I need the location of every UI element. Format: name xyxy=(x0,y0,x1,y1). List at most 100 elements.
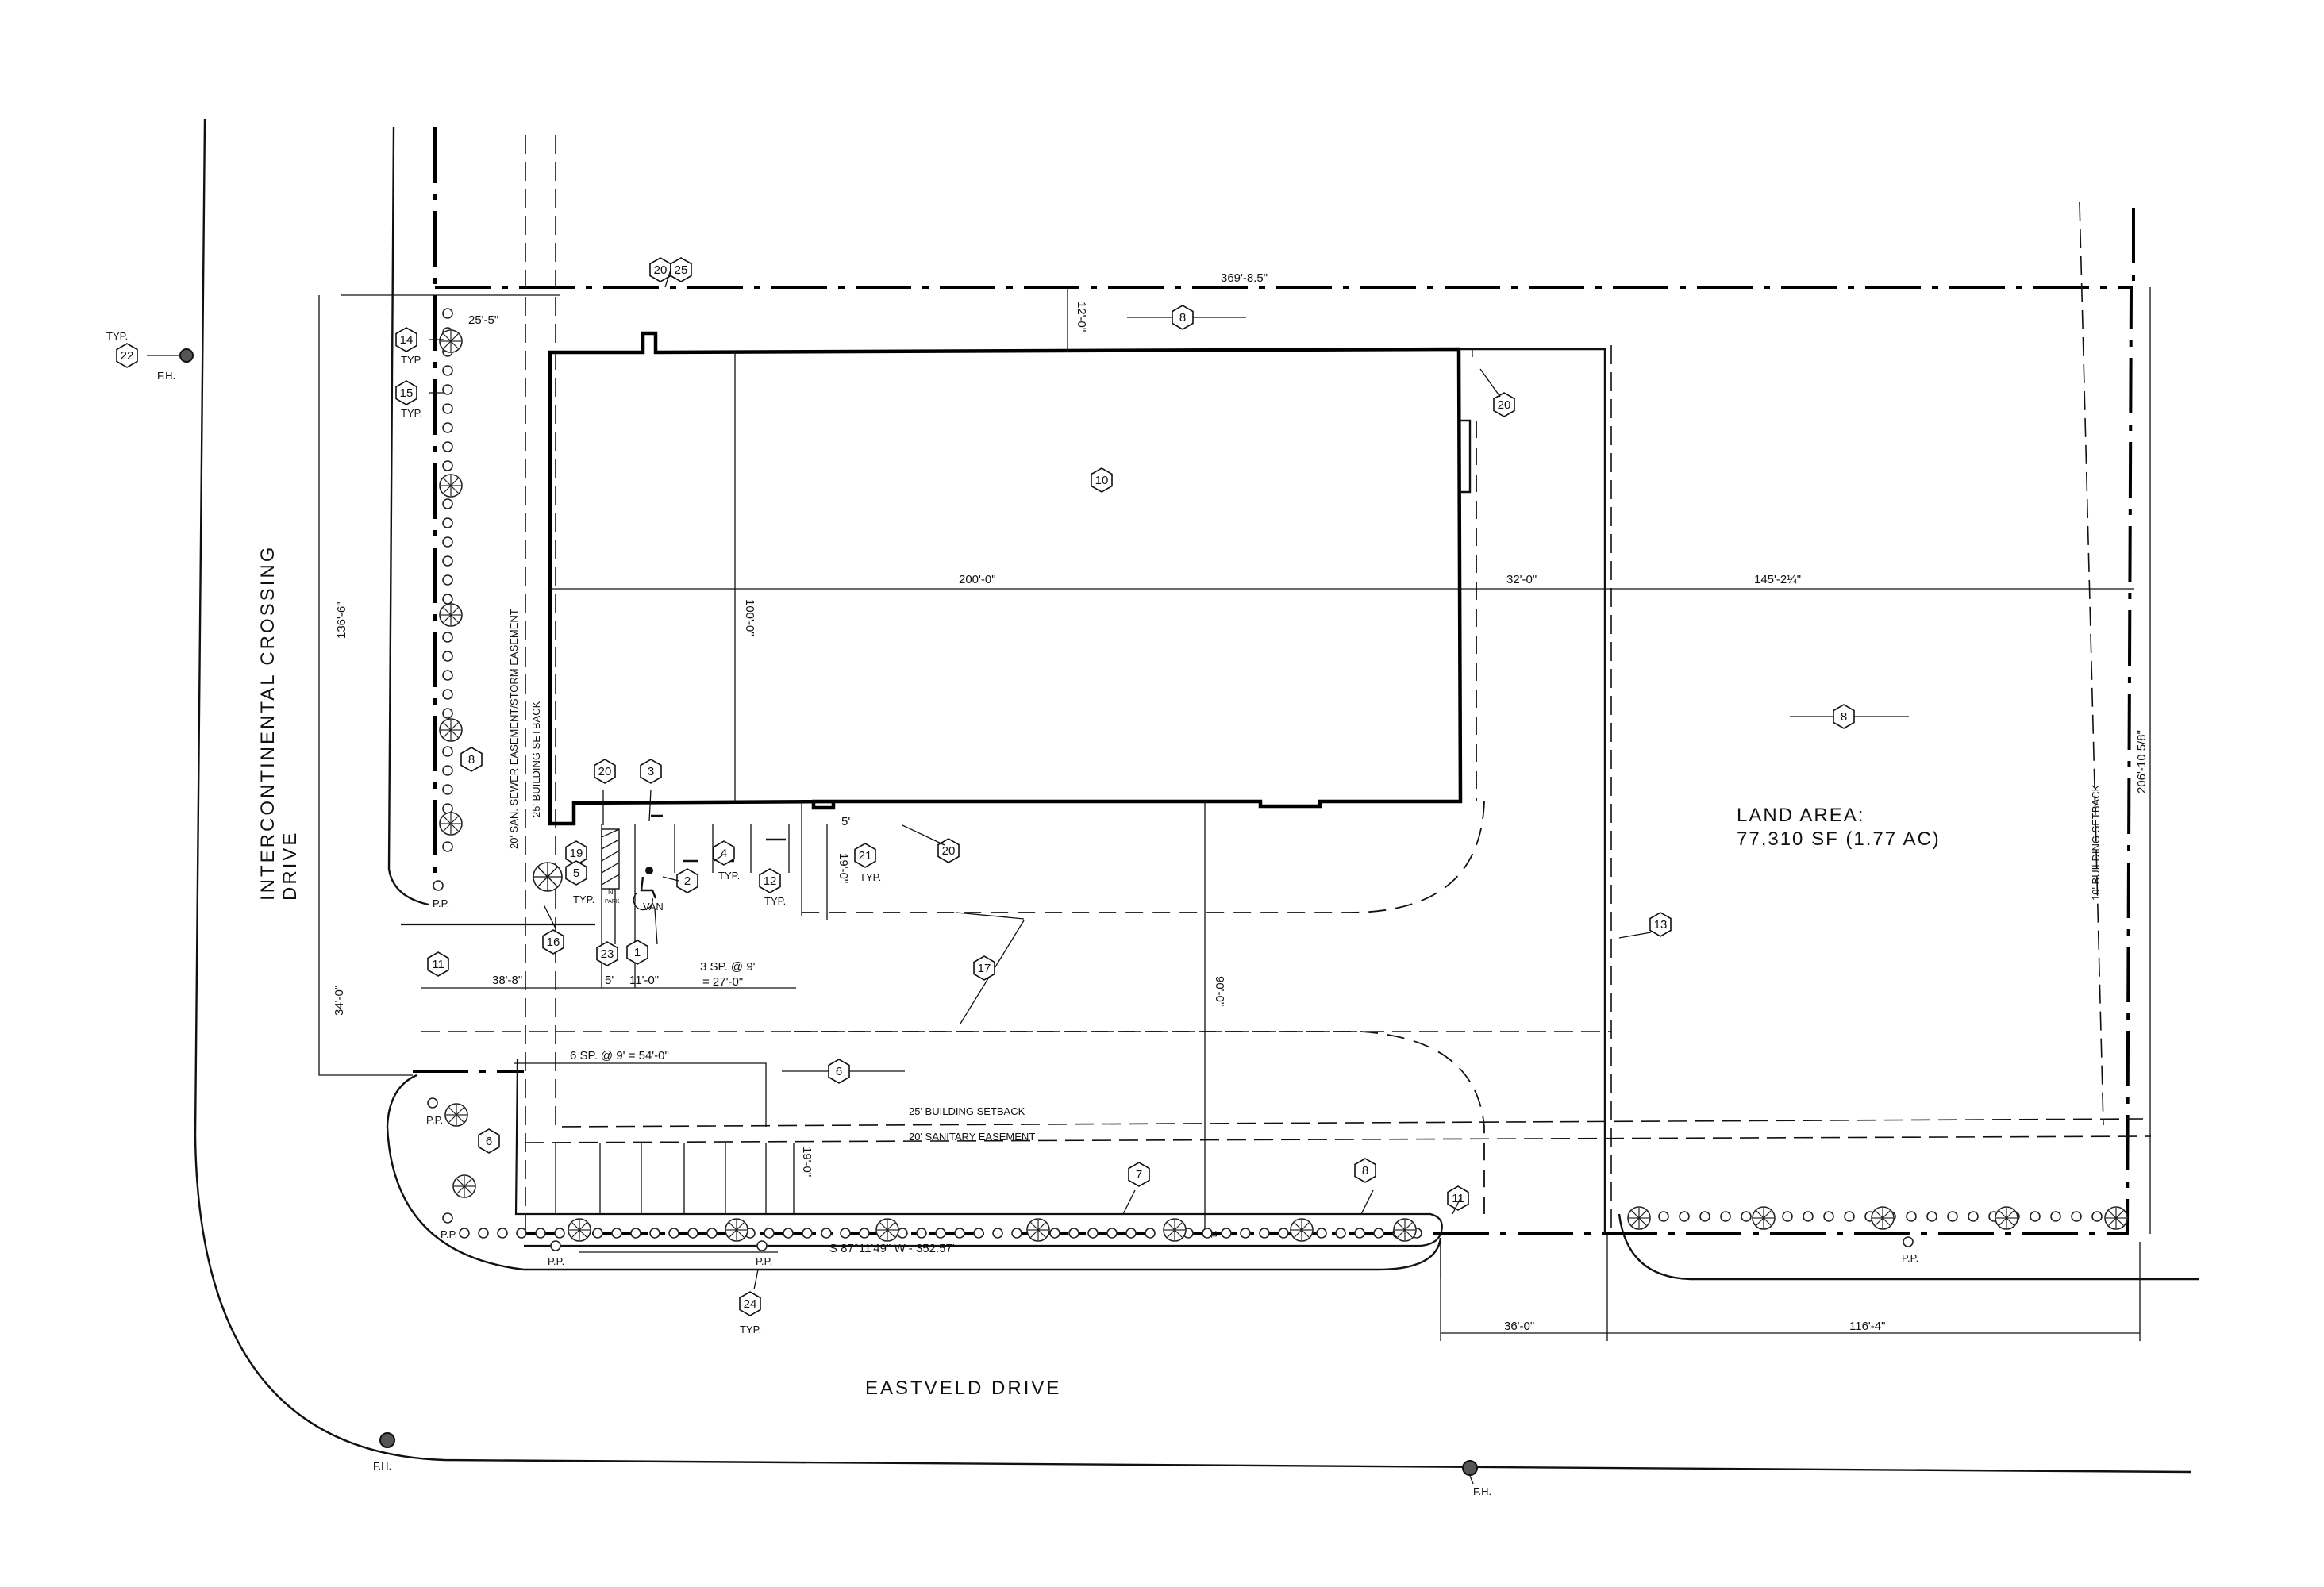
tree-icon xyxy=(1627,1206,1651,1230)
shrub-icon xyxy=(954,1228,965,1239)
keynote-20-tag: 20 xyxy=(1493,392,1515,417)
keynote-number: 19 xyxy=(570,847,583,860)
shrub-icon xyxy=(1699,1211,1710,1222)
shrub-icon xyxy=(592,1228,603,1239)
shrub-icon xyxy=(973,1228,984,1239)
dim-building-length: 200'-0" xyxy=(959,573,996,586)
keynote-15-tag: 15 xyxy=(395,380,417,405)
keynote-number: 6 xyxy=(836,1065,842,1078)
keynote-19-tag: 19 xyxy=(565,840,587,866)
tree-icon xyxy=(1163,1218,1187,1242)
keynote-number: 20 xyxy=(942,844,956,858)
shrub-icon xyxy=(497,1228,508,1239)
road-label-west-line: INTERCONTINENTAL CROSSINGDRIVE xyxy=(257,545,301,901)
fire-hydrant-north: F.H. xyxy=(147,348,194,382)
keynote-5-tag: 5 xyxy=(565,860,587,886)
shrub-icon xyxy=(442,594,453,605)
dim-west-setback: 25'-5" xyxy=(468,313,498,327)
keynote-1-tag: 1 xyxy=(626,940,648,965)
shrub-icon xyxy=(442,403,453,414)
keynote-number: 13 xyxy=(1654,918,1668,932)
keynote-14-tag: 14 xyxy=(395,327,417,352)
tree-icon xyxy=(444,1103,468,1127)
shrub-icon xyxy=(442,536,453,548)
shrub-icon xyxy=(1240,1228,1251,1239)
shrub-icon xyxy=(668,1228,679,1239)
shrub-icon xyxy=(442,765,453,776)
keynote-17-tag: 17 xyxy=(973,955,995,981)
tree-icon xyxy=(439,474,463,498)
shrub-icon xyxy=(1316,1228,1327,1239)
dim-stalls-south: 6 SP. @ 9' = 54'-0" xyxy=(570,1049,669,1062)
keynote-13-tag: 13 xyxy=(1649,912,1672,937)
east-setback-label: 10' BUILDING SETBACK xyxy=(2090,784,2102,901)
keynote-number: 2 xyxy=(684,874,691,888)
keynote-8-tag: 8 xyxy=(1172,305,1194,330)
shrub-icon xyxy=(442,803,453,814)
keynote-number: 6 xyxy=(486,1135,492,1148)
shrub-icon xyxy=(442,460,453,471)
keynote-number: 5 xyxy=(573,867,579,880)
shrub-icon xyxy=(554,1228,565,1239)
power-poles: P.P. P.P. P.P. P.P. P.P. P.P. xyxy=(426,880,1918,1267)
shrub-icon xyxy=(1968,1211,1979,1222)
dim-west-row-1: 38'-8" xyxy=(492,974,522,987)
keynote-25-tag: 25 xyxy=(670,257,692,282)
tree-icon xyxy=(439,603,463,627)
shrub-icon xyxy=(687,1228,698,1239)
tree-icon xyxy=(568,1218,591,1242)
bearing-label: S 87°11'49" W - 352.57' xyxy=(829,1242,955,1255)
dim-north-property: 369'-8.5" xyxy=(1221,271,1268,285)
power-pole-label: P.P. xyxy=(1902,1252,1918,1264)
shrub-icon xyxy=(1354,1228,1365,1239)
keynote-11-tag: 11 xyxy=(1447,1185,1469,1211)
shrub-icon xyxy=(442,555,453,567)
shrub-icon xyxy=(442,441,453,452)
keynote-number: 21 xyxy=(859,849,872,863)
street-lines xyxy=(194,118,2199,1474)
keynote-number: 17 xyxy=(978,962,991,975)
sewer-easement-label: 20' SAN. SEWER EASEMENT/STORM EASEMENT xyxy=(508,609,520,849)
shrub-icon xyxy=(1844,1211,1855,1222)
power-pole-label: P.P. xyxy=(756,1255,772,1267)
keynote-8-tag: 8 xyxy=(1833,704,1855,729)
dim-stall-depth-south: 19'-0" xyxy=(800,1147,814,1177)
land-area-title: LAND AREA: xyxy=(1737,805,1864,826)
keynote-number: 15 xyxy=(400,386,414,400)
dim-stalls-north-2: = 27'-0" xyxy=(702,975,743,989)
shrub-icon xyxy=(916,1228,927,1239)
shrub-icon xyxy=(764,1228,775,1239)
shrub-icon xyxy=(442,498,453,509)
shrub-icon xyxy=(992,1228,1003,1239)
dim-south-1: 36'-0" xyxy=(1504,1320,1534,1333)
land-area-note: LAND AREA: 77,310 SF (1.77 AC) xyxy=(1737,805,1939,850)
landscape-south xyxy=(444,1103,1422,1242)
keynote-24-tag: 24 xyxy=(739,1291,761,1316)
tree-icon xyxy=(1995,1206,2018,1230)
shrub-icon xyxy=(442,746,453,757)
shrub-icon xyxy=(2050,1211,2061,1222)
typ-labels: TYP. TYP. TYP. TYP. TYP. TYP. TYP. TYP. xyxy=(106,330,881,1335)
tree-icon xyxy=(1290,1218,1314,1242)
keynote-8-tag: 8 xyxy=(460,747,483,772)
road-label-west-line-1: INTERCONTINENTAL CROSSING xyxy=(257,545,279,901)
keynote-2-tag: 2 xyxy=(676,868,698,893)
shrub-icon xyxy=(1049,1228,1060,1239)
building-dimensions xyxy=(318,287,2151,1341)
keynote-number: 14 xyxy=(400,333,414,347)
shrub-icon xyxy=(1720,1211,1731,1222)
shrub-icon xyxy=(1278,1228,1289,1239)
road-label-south: EASTVELD DRIVE xyxy=(865,1378,1061,1399)
shrub-icon xyxy=(1947,1211,1958,1222)
keynote-number: 20 xyxy=(1498,398,1511,412)
shrub-icon xyxy=(802,1228,813,1239)
power-pole-label: P.P. xyxy=(433,897,449,909)
shrub-icon xyxy=(442,784,453,795)
shrub-icon xyxy=(459,1228,470,1239)
keynote-number: 3 xyxy=(648,765,654,778)
drive-aisle xyxy=(401,801,1485,1247)
shrub-icon xyxy=(706,1228,718,1239)
keynote-number: 7 xyxy=(1136,1168,1142,1182)
dim-drive-length: 90'-0" xyxy=(1213,976,1226,1006)
keynote-number: 1 xyxy=(634,946,641,959)
